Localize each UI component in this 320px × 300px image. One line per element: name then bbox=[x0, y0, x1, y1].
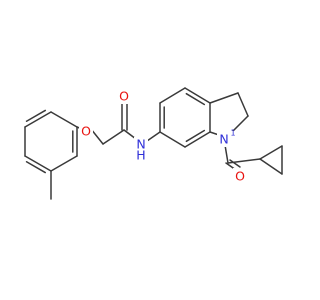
bond-five-1 bbox=[209, 92, 239, 104]
o-ether-bg bbox=[79, 123, 93, 139]
bond-indoline-3 bbox=[184, 87, 211, 104]
n-amide-bg bbox=[134, 137, 148, 162]
atom-h-amide: H bbox=[136, 148, 145, 163]
bond-ch2-carbonyl bbox=[102, 129, 125, 145]
bond-tolyl-6-inner bbox=[25, 160, 47, 174]
bond-tolyl-6 bbox=[24, 155, 52, 172]
bond-cyclopropyl-1 bbox=[259, 145, 283, 160]
atom-n-amide: N bbox=[136, 137, 145, 152]
bond-nitrogen-ring bbox=[146, 131, 161, 142]
molecule-structure: O O O N H N 1 bbox=[24, 87, 283, 200]
o-amide-bg bbox=[117, 88, 131, 104]
o-ketone-bg bbox=[233, 168, 247, 184]
atom-n-ring: N bbox=[219, 132, 228, 147]
atom-o-amide: O bbox=[119, 89, 129, 104]
bond-cyclopropyl-3 bbox=[259, 158, 283, 175]
bond-five-2 bbox=[237, 92, 249, 117]
bond-tolyl-2 bbox=[24, 111, 52, 128]
bond-indoline-5 bbox=[184, 131, 211, 148]
atom-label-layer: O O O N H N 1 bbox=[79, 88, 247, 184]
bond-indoline-6 bbox=[159, 131, 186, 148]
bond-indoline-5-inner bbox=[185, 129, 206, 143]
atom-o-ketone: O bbox=[235, 169, 245, 184]
bond-indoline-3-inner bbox=[185, 92, 206, 106]
atom-o-ether: O bbox=[81, 124, 91, 139]
bond-tolyl-3 bbox=[50, 111, 78, 128]
bond-n-acyl bbox=[224, 144, 229, 164]
bond-tolyl-2-inner bbox=[25, 109, 47, 123]
bond-co-ketone-2 bbox=[229, 159, 241, 168]
bond-tolyl-5 bbox=[50, 155, 78, 172]
n-ring-bg bbox=[217, 131, 237, 147]
bond-indoline-2 bbox=[159, 87, 186, 104]
structure-canvas: O O O N H N 1 bbox=[24, 87, 283, 200]
atom-n-ring-index: 1 bbox=[230, 129, 235, 138]
